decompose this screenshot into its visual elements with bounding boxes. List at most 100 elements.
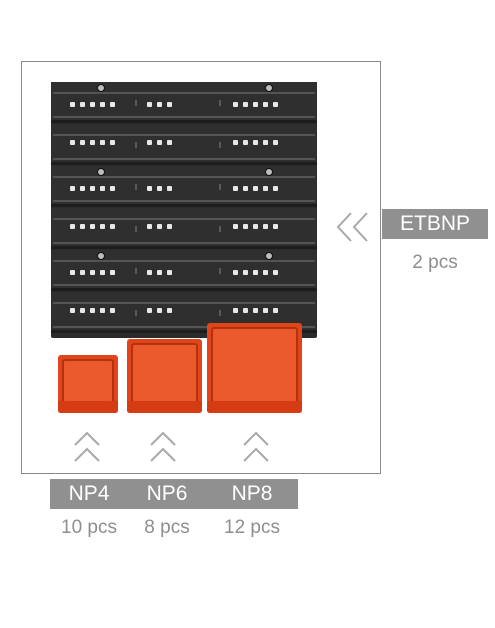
panel-slot [110, 224, 115, 229]
panel-slot [80, 224, 85, 229]
panel-name-label: ETBNP [382, 209, 488, 239]
panel-slot [90, 186, 95, 191]
mounting-hole [97, 84, 105, 92]
bin-np8 [207, 323, 302, 413]
panel-divider [219, 142, 221, 148]
panel-slot [243, 102, 248, 107]
panel-rail [51, 250, 317, 291]
panel-divider [135, 184, 137, 190]
panel-slot [90, 270, 95, 275]
panel-slot [253, 308, 258, 313]
panel-slot [80, 186, 85, 191]
panel-slot [110, 140, 115, 145]
panel-slot [253, 224, 258, 229]
panel-slot [147, 270, 152, 275]
panel-divider [135, 100, 137, 106]
mounting-hole [97, 168, 105, 176]
panel-slot [233, 308, 238, 313]
panel-slot [263, 102, 268, 107]
panel-divider [219, 268, 221, 274]
panel-divider [219, 310, 221, 316]
chevron-up-icon [243, 431, 269, 462]
panel-slot [157, 308, 162, 313]
bin-qty-label-np6: 8 pcs [144, 517, 190, 538]
panel-slot [70, 186, 75, 191]
panel-slot [70, 140, 75, 145]
panel-slot [90, 308, 95, 313]
panel-slot [263, 308, 268, 313]
panel-slot [233, 140, 238, 145]
panel-slot [263, 224, 268, 229]
panel-slot [90, 224, 95, 229]
panel-slot [273, 102, 278, 107]
mounting-hole [97, 252, 105, 260]
panel-slot [147, 186, 152, 191]
panel-slot [80, 102, 85, 107]
panel-slot [233, 270, 238, 275]
panel-slot [80, 270, 85, 275]
bin-qty-label-np4: 10 pcs [61, 517, 117, 538]
panel-slot [273, 270, 278, 275]
panel-slot [167, 102, 172, 107]
panel-slot [243, 140, 248, 145]
panel-slot [233, 186, 238, 191]
panel-slot [100, 270, 105, 275]
panel-slot [157, 186, 162, 191]
panel-slot [167, 224, 172, 229]
bin-name-label-np8: NP8 [206, 479, 298, 509]
panel-slot [167, 308, 172, 313]
panel-slot [147, 224, 152, 229]
bin-qty-label-np8: 12 pcs [224, 517, 280, 538]
panel-slot [273, 186, 278, 191]
panel-divider [135, 142, 137, 148]
panel-slot [157, 140, 162, 145]
panel-slot [90, 140, 95, 145]
mounting-hole [265, 84, 273, 92]
panel-slot [100, 102, 105, 107]
bin-np4 [58, 355, 118, 413]
panel-slot [100, 308, 105, 313]
panel-slot [157, 102, 162, 107]
panel-rail [51, 208, 317, 249]
panel-slot [100, 140, 105, 145]
panel-slot [147, 308, 152, 313]
panel-slot [253, 270, 258, 275]
chevron-up-icon [150, 431, 176, 462]
panel-slot [233, 224, 238, 229]
chevron-left-icon [336, 212, 368, 242]
panel-slot [243, 270, 248, 275]
panel-slot [253, 102, 258, 107]
panel-slot [70, 270, 75, 275]
panel-slot [253, 186, 258, 191]
mounting-hole [265, 252, 273, 260]
wall-panel [51, 82, 317, 338]
panel-slot [167, 140, 172, 145]
panel-rail [51, 124, 317, 165]
panel-slot [110, 308, 115, 313]
panel-slot [243, 186, 248, 191]
panel-slot [70, 224, 75, 229]
panel-divider [135, 226, 137, 232]
panel-slot [273, 308, 278, 313]
panel-rail [51, 166, 317, 207]
panel-qty-label: 2 pcs [412, 252, 458, 273]
panel-divider [219, 100, 221, 106]
chevron-up-icon [74, 431, 100, 462]
panel-slot [167, 186, 172, 191]
panel-slot [233, 102, 238, 107]
panel-slot [110, 270, 115, 275]
panel-slot [167, 270, 172, 275]
panel-slot [70, 102, 75, 107]
mounting-hole [265, 168, 273, 176]
panel-slot [243, 224, 248, 229]
panel-slot [263, 186, 268, 191]
panel-slot [100, 186, 105, 191]
panel-slot [80, 308, 85, 313]
panel-slot [273, 224, 278, 229]
panel-divider [135, 310, 137, 316]
bin-name-label-np6: NP6 [128, 479, 206, 509]
panel-slot [80, 140, 85, 145]
bin-np6 [127, 339, 202, 413]
panel-slot [263, 140, 268, 145]
panel-slot [253, 140, 258, 145]
